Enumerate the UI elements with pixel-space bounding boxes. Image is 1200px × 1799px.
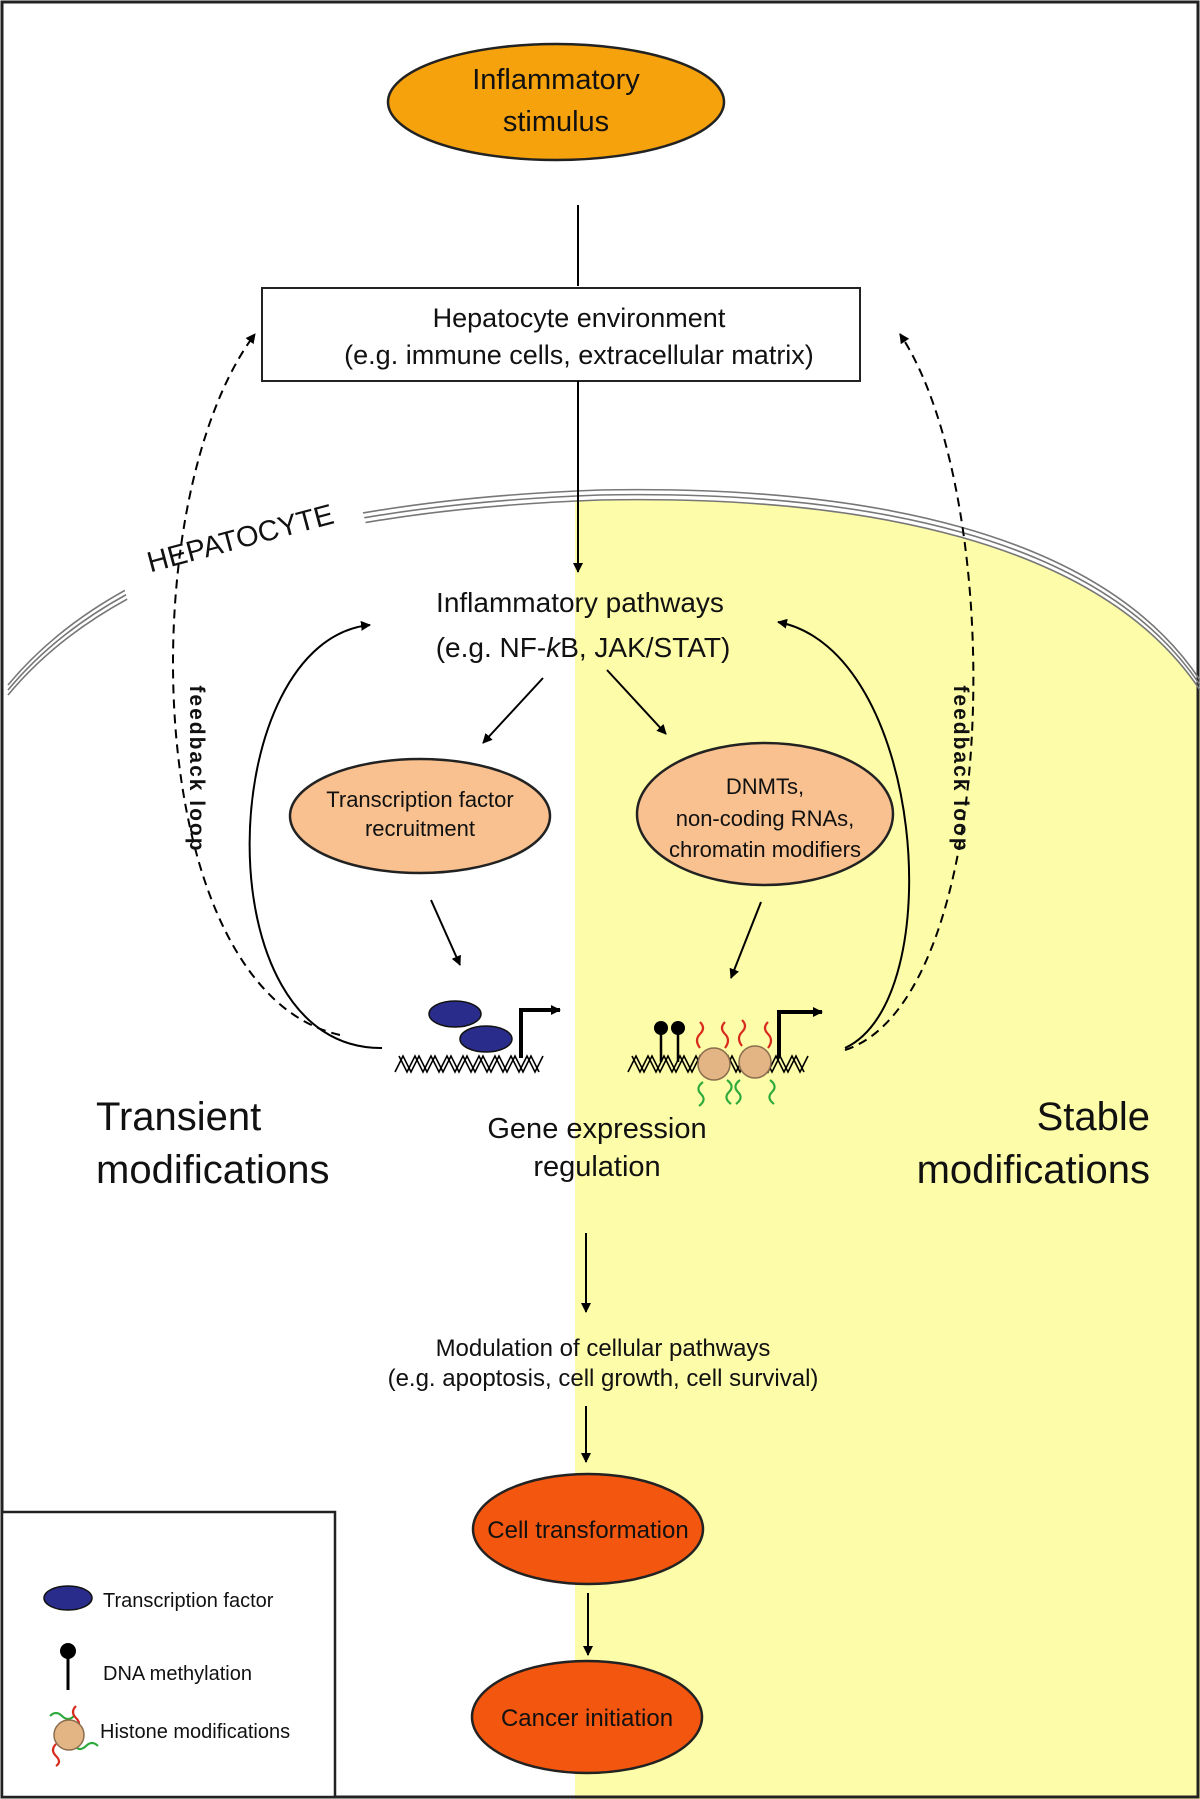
feedback-loop-right-label: feedback loop	[949, 685, 972, 852]
feedback-dashed-right	[844, 333, 975, 1051]
epigenetic-ellipse	[635, 741, 895, 887]
histone-tail-red	[720, 1021, 730, 1049]
transcription-start-arrow	[519, 1005, 561, 1058]
methylation-mark	[671, 1021, 685, 1035]
arrow-epigenetic-to-dna	[729, 901, 762, 979]
legend-histone-label: Histone modifications	[100, 1721, 290, 1743]
epigenetic-line1: DNMTs,	[726, 774, 804, 799]
stimulus-line1: Inflammatory	[472, 64, 640, 96]
pathways-line2: (e.g. NF-kB, JAK/STAT)	[436, 632, 731, 663]
legend: Transcription factor DNA methylation His…	[0, 1510, 337, 1799]
feedback-loop-left-label: feedback loop	[185, 685, 208, 852]
histone-tail-green	[734, 1079, 742, 1105]
cell-transformation-label: Cell transformation	[487, 1517, 688, 1544]
stimulus-ellipse	[386, 42, 726, 162]
transcription-start-arrow	[777, 1007, 823, 1058]
tf-recruitment-line2: recruitment	[365, 816, 475, 841]
arrow-pathways-to-tf	[482, 677, 544, 744]
environment-line2: (e.g. immune cells, extracellular matrix…	[344, 340, 814, 370]
cancer-initiation-label: Cancer initiation	[501, 1705, 673, 1732]
membrane-label-gap	[110, 473, 370, 602]
arrow-pathways-to-epigenetic	[606, 669, 667, 735]
gene-expression-line1: Gene expression	[487, 1113, 706, 1145]
tf-recruitment-ellipse	[288, 757, 552, 875]
legend-tf-label: Transcription factor	[103, 1590, 274, 1612]
modulation-line2: (e.g. apoptosis, cell growth, cell survi…	[388, 1365, 819, 1392]
stable-line1: Stable	[1037, 1095, 1150, 1139]
stimulus-line2: stimulus	[503, 106, 609, 138]
modulation-line1: Modulation of cellular pathways	[436, 1335, 771, 1362]
dna-transient	[394, 1000, 561, 1074]
histone-tail-green	[768, 1079, 776, 1105]
transcription-factor-shape	[428, 1000, 482, 1028]
legend-histone-tail-red	[51, 1743, 61, 1767]
legend-histone-icon	[53, 1719, 85, 1751]
dna-strand-left-a	[394, 1054, 540, 1074]
legend-histone-tail-green	[73, 1741, 99, 1751]
histone-tail-green	[697, 1081, 705, 1107]
feedback-solid-right	[777, 618, 911, 1049]
epigenetic-line2: non-coding RNAs,	[676, 806, 855, 831]
feedback-solid-left	[248, 620, 383, 1050]
histone-tail-red	[695, 1021, 705, 1049]
transient-line2: modifications	[96, 1148, 329, 1192]
tf-recruitment-line1: Transcription factor	[326, 787, 513, 812]
methylation-mark	[654, 1021, 668, 1035]
nucleosome-shape	[738, 1045, 772, 1079]
legend-methylation-icon	[60, 1643, 76, 1659]
legend-tf-icon	[43, 1585, 93, 1611]
transcription-factor-shape	[459, 1025, 513, 1053]
environment-box	[261, 287, 861, 382]
cell-transformation-ellipse	[471, 1472, 705, 1586]
stable-background	[575, 499, 1200, 1799]
histone-tail-red	[763, 1021, 773, 1049]
pathways-line1: Inflammatory pathways	[436, 587, 724, 618]
nucleosome-shape	[697, 1047, 731, 1081]
dna-strand-left-b	[398, 1054, 544, 1074]
environment-line1: Hepatocyte environment	[433, 303, 726, 333]
legend-methylation-label: DNA methylation	[103, 1663, 252, 1685]
gene-expression-line2: regulation	[533, 1151, 660, 1183]
feedback-dashed-left	[172, 333, 341, 1036]
transient-line1: Transient	[96, 1095, 261, 1139]
legend-box	[0, 1510, 337, 1799]
arrow-tf-to-dna	[430, 899, 461, 966]
epigenetic-line3: chromatin modifiers	[669, 837, 861, 862]
histone-tail-red	[737, 1019, 747, 1047]
legend-histone-tail-green	[49, 1711, 75, 1721]
histone-tail-green	[725, 1079, 733, 1105]
stable-line2: modifications	[917, 1148, 1150, 1192]
cancer-initiation-ellipse	[470, 1659, 704, 1775]
dna-stable	[627, 1007, 823, 1107]
